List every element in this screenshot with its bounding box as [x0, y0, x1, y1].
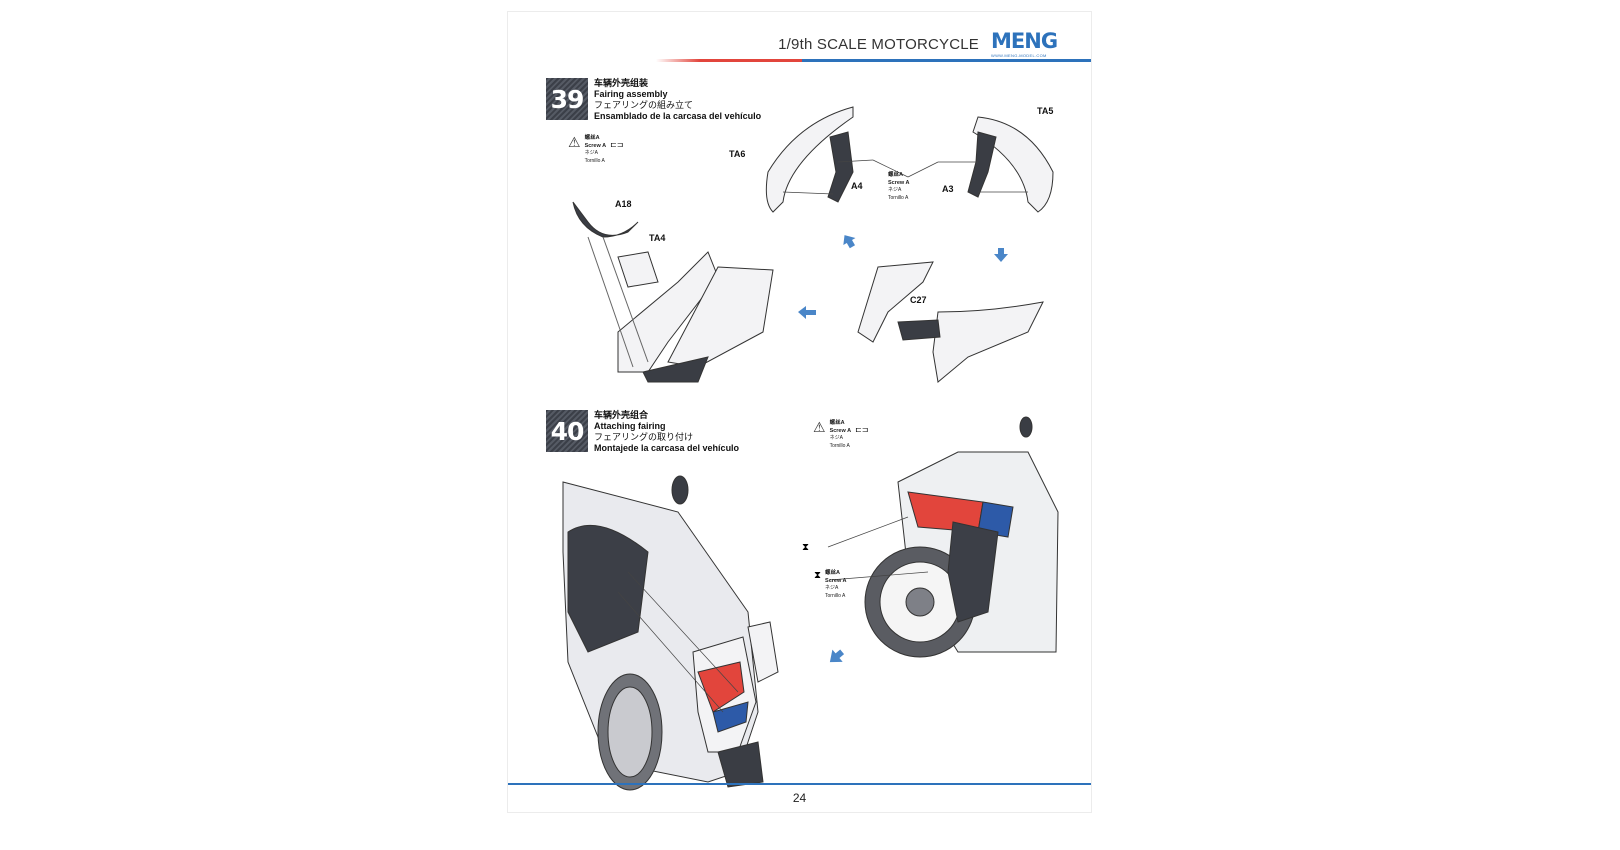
footer-rule [508, 783, 1091, 785]
screw-icon: ⊏⊐ [855, 425, 869, 434]
manual-page: 1/9th SCALE MOTORCYCLE MENG WWW.MENG-MOD… [508, 12, 1091, 812]
header-rule-blue [802, 59, 1091, 62]
step-title-zh: 车辆外壳组合 [594, 410, 649, 420]
page-number: 24 [792, 791, 807, 805]
part-label: A18 [615, 199, 632, 209]
step-39-header: 39 车辆外壳组装 Fairing assembly フェアリングの組み立て E… [546, 78, 761, 122]
step-title-es: Ensamblado de la carcasa del vehículo [594, 111, 762, 121]
step-title-ja: フェアリングの取り付け [594, 432, 694, 442]
screw-marker: ⧗ [802, 542, 809, 553]
part-label: TA6 [729, 149, 746, 159]
header-title: 1/9th SCALE MOTORCYCLE [778, 36, 979, 53]
part-label: C27 [910, 295, 927, 305]
part-label: A3 [942, 184, 954, 194]
part-label: TA5 [1037, 106, 1054, 116]
header-rule-red [656, 59, 802, 62]
step-40-header: 40 车辆外壳组合 Attaching fairing フェアリングの取り付け … [546, 410, 739, 454]
step-title-es: Montajede la carcasa del vehículo [594, 443, 740, 453]
screw-icon: ⊏⊐ [610, 140, 624, 149]
warning-icon: ⚠ [568, 134, 581, 150]
step-title-ja: フェアリングの組み立て [594, 100, 694, 110]
warning-icon: ⚠ [813, 419, 826, 435]
step-number: 39 [546, 78, 588, 120]
hourglass-icon: ⧗ [802, 542, 810, 553]
part-label: TA4 [649, 233, 666, 243]
step-title-en: Fairing assembly [594, 89, 668, 99]
hourglass-icon: ⧗ [814, 570, 822, 581]
step-title-en: Attaching fairing [594, 421, 666, 431]
meng-logo: MENG WWW.MENG-MODEL.COM [991, 29, 1058, 58]
step-number: 40 [546, 410, 588, 452]
step-title-zh: 车辆外壳组装 [594, 78, 649, 88]
part-label: A4 [851, 181, 863, 191]
assembly-illustrations [562, 106, 1059, 791]
